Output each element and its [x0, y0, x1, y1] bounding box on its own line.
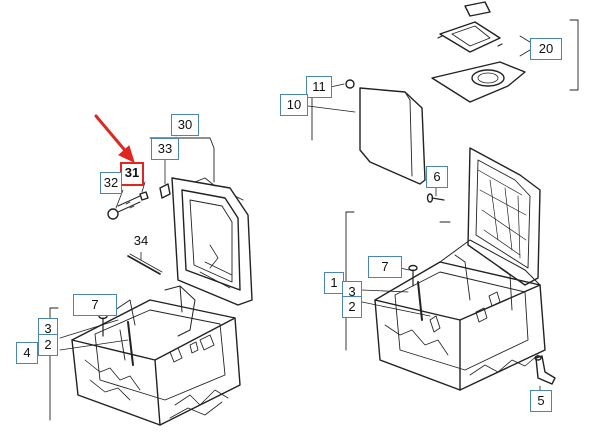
callout-1: 1 — [324, 272, 344, 294]
callout-5: 5 — [530, 390, 552, 412]
right-lid-frame — [467, 147, 541, 286]
callout-31-highlighted: 31 — [120, 162, 144, 186]
callout-33: 33 — [151, 138, 179, 160]
callout-2-right: 2 — [342, 296, 362, 318]
right-base-housing — [374, 239, 546, 391]
callout-11: 11 — [306, 76, 332, 98]
callout-10: 10 — [280, 94, 308, 116]
left-lid-frame — [171, 177, 253, 306]
highlight-arrow — [94, 114, 135, 163]
callout-2-left: 2 — [38, 334, 58, 356]
callout-4: 4 — [16, 342, 38, 364]
callout-32: 32 — [100, 172, 122, 194]
left-small-parts — [107, 183, 171, 220]
left-base-housing — [71, 285, 241, 426]
right-lid-pad — [345, 79, 426, 185]
elbow-fitting-part — [534, 355, 556, 385]
callout-34: 34 — [128, 230, 154, 252]
callout-20: 20 — [530, 38, 562, 60]
callout-7-left: 7 — [73, 294, 117, 316]
callout-7-right: 7 — [368, 256, 402, 278]
callout-6: 6 — [426, 166, 448, 188]
callout-30: 30 — [171, 114, 199, 136]
rod-part — [127, 255, 161, 275]
right-top-parts — [431, 1, 526, 103]
